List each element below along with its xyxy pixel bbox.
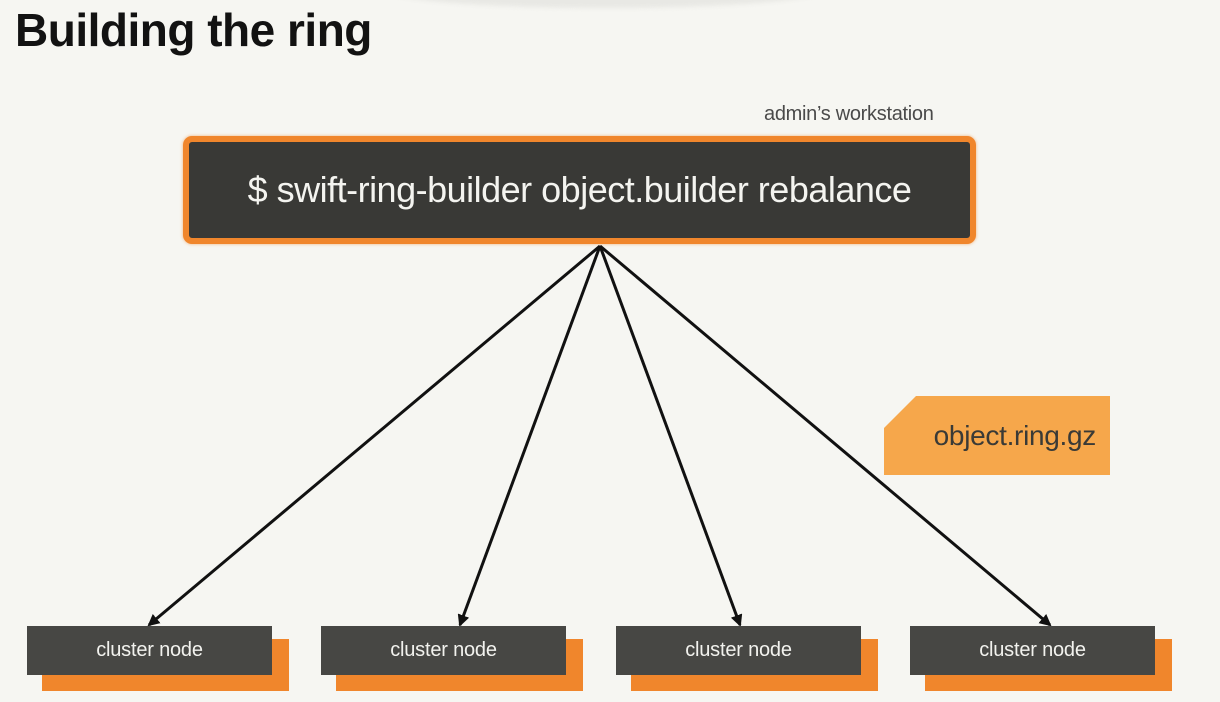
slide-title: Building the ring [15,4,372,56]
command-box: $ swift-ring-builder object.builder reba… [183,136,976,244]
cluster-node-label: cluster node [390,639,497,661]
cluster-node-box: cluster node [321,626,566,675]
cluster-node-2: cluster node [321,626,583,691]
arrow-to-node-1 [147,244,601,627]
top-edge-glow [385,0,825,8]
cluster-node-box: cluster node [27,626,272,675]
workstation-label: admin’s workstation [764,103,934,125]
cluster-node-1: cluster node [27,626,289,691]
command-text: $ swift-ring-builder object.builder reba… [247,169,912,210]
ring-file-icon: object.ring.gz [884,396,1110,475]
arrow-to-node-2 [457,245,602,627]
cluster-node-label: cluster node [96,639,203,661]
cluster-node-3: cluster node [616,626,878,691]
ring-file-label: object.ring.gz [933,419,1097,451]
cluster-node-label: cluster node [979,639,1086,661]
arrow-to-node-4 [599,244,1052,627]
cluster-node-box: cluster node [910,626,1155,675]
arrow-to-node-3 [598,245,743,627]
cluster-node-4: cluster node [910,626,1172,691]
cluster-node-box: cluster node [616,626,861,675]
cluster-node-label: cluster node [685,639,792,661]
